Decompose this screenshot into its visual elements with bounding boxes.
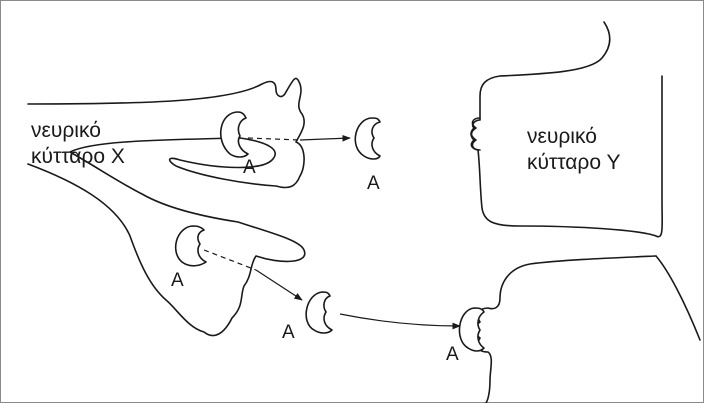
molecule-a-released-bottom xyxy=(305,291,333,334)
dashed-line-bottom xyxy=(203,249,257,271)
neuron-y-dendrite xyxy=(474,255,657,403)
neuron-x-membrane xyxy=(27,77,306,337)
label-a-released-top: Α xyxy=(367,173,380,194)
receptor-y-upper xyxy=(470,117,481,151)
cell-x-label-line1: νευρικό xyxy=(31,119,101,142)
label-a-vesicle-top: Α xyxy=(243,157,256,178)
dashed-line-top xyxy=(247,137,301,141)
molecule-a-vesicle-top xyxy=(220,111,249,158)
label-a-released-bottom: Α xyxy=(282,322,295,343)
neuron-y-dendrite-edge xyxy=(655,255,701,341)
label-a-bound: Α xyxy=(446,344,459,365)
arrow-diffusion xyxy=(339,313,461,330)
molecule-a-vesicle-bottom xyxy=(174,225,207,267)
cell-x-label-line2: κύτταρο Χ xyxy=(31,145,125,168)
molecule-a-bound-receptor xyxy=(458,307,485,352)
cell-y-label-line2: κύτταρο Υ xyxy=(527,151,621,174)
molecule-a-released-top xyxy=(354,117,381,160)
label-a-vesicle-bottom: Α xyxy=(171,270,184,291)
arrow-release-top xyxy=(299,134,351,142)
arrow-release-bottom xyxy=(255,269,303,301)
cell-y-label-line1: νευρικό xyxy=(527,125,597,148)
